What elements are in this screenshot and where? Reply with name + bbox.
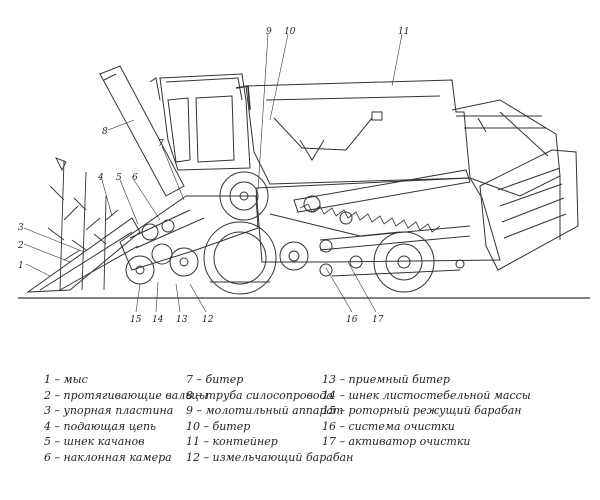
legend-item-4: 4 – подающая цепь	[44, 419, 157, 433]
callout-1: 1	[18, 261, 24, 271]
callout-17: 17	[372, 315, 384, 325]
feeder-house	[119, 195, 259, 271]
callout-10: 10	[284, 27, 296, 37]
legend-column-3: 13 – приемный битер 14 – шнек листостебе…	[322, 372, 531, 450]
callout-11: 11	[398, 27, 409, 37]
callout-3: 3	[18, 223, 24, 233]
rear-wheel	[373, 231, 435, 293]
legend-item-5: 5 – шнек качанов	[44, 435, 145, 448]
callout-5: 5	[116, 173, 122, 183]
cleaning-system	[319, 225, 471, 277]
legend-column-1: 1 – мыс 2 – протягивающие вальцы 3 – упо…	[44, 372, 208, 465]
legend-item-6: 6 – наклонная камера	[44, 450, 172, 464]
callout-labels: 1 2 3 4 5 6 7 8 9 10 11 12 13 14 15 16 1…	[17, 27, 409, 325]
callout-9: 9	[266, 27, 272, 37]
legend-item-2: 2 – протягивающие вальцы	[44, 388, 208, 402]
container	[245, 79, 471, 185]
callout-7: 7	[158, 139, 164, 149]
rollers	[125, 195, 465, 285]
callout-8: 8	[102, 127, 108, 137]
legend-item-13: 13 – приемный битер	[322, 373, 450, 386]
callout-13: 13	[176, 315, 188, 325]
callout-2: 2	[17, 241, 24, 251]
leader-lines	[23, 33, 403, 313]
header	[26, 217, 141, 293]
threshing-drum	[219, 171, 269, 221]
legend-item-9: 9 – молотильный аппарат	[186, 404, 344, 417]
legend-item-1: 1 – мыс	[44, 373, 88, 386]
legend-item-17: 17 – активатор очистки	[322, 435, 471, 448]
callout-6: 6	[132, 173, 138, 183]
legend-item-15: 15 – роторный режущий барабан	[322, 404, 522, 417]
cornstalks	[47, 157, 119, 291]
legend-item-12: 12 – измельчающий барабан	[186, 450, 354, 464]
legend: 1 – мыс 2 – протягивающие вальцы 3 – упо…	[0, 372, 600, 492]
callout-16: 16	[346, 315, 358, 325]
legend-item-14: 14 – шнек листостебельной массы	[322, 388, 531, 402]
legend-item-16: 16 – система очистки	[322, 419, 455, 433]
legend-item-8: 8 – труба силосопровода	[186, 388, 334, 402]
cab	[149, 73, 251, 171]
legend-item-3: 3 – упорная пластина	[44, 404, 174, 417]
rear-frame	[479, 149, 579, 271]
callout-4: 4	[97, 173, 104, 183]
callout-15: 15	[130, 315, 142, 325]
callout-12: 12	[202, 315, 214, 325]
legend-column-2: 7 – битер 8 – труба силосопровода 9 – мо…	[186, 372, 353, 465]
combine-harvester-drawing: 1 2 3 4 5 6 7 8 9 10 11 12 13 14 15 16 1…	[17, 27, 590, 325]
legend-item-7: 7 – битер	[186, 373, 244, 386]
legend-item-11: 11 – контейнер	[186, 435, 278, 448]
callout-14: 14	[152, 315, 164, 325]
rear-conveyor	[451, 99, 561, 197]
silo-pipe	[99, 65, 185, 197]
legend-item-10: 10 – битер	[186, 419, 251, 433]
front-wheel	[203, 221, 277, 295]
